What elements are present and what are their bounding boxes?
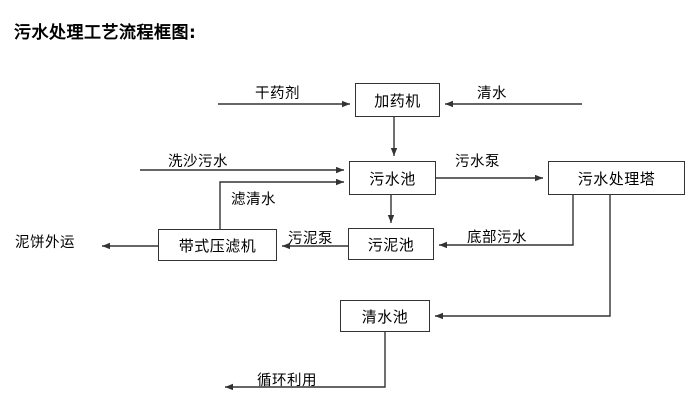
node-sludge-pool[interactable]: 污泥池 xyxy=(348,228,434,260)
edge-label-filtered-water: 滤清水 xyxy=(231,192,276,208)
page-title: 污水处理工艺流程框图: xyxy=(14,23,197,43)
node-label-belt-filter-press: 带式压滤机 xyxy=(178,236,257,255)
node-belt-filter-press[interactable]: 带式压滤机 xyxy=(158,229,277,261)
edge-clear-water-to-recycle xyxy=(225,332,386,391)
node-sewage-pool[interactable]: 污水池 xyxy=(349,161,436,195)
node-label-sewage-pool: 污水池 xyxy=(369,169,416,188)
node-clear-water-pool[interactable]: 清水池 xyxy=(340,300,430,332)
node-label-sludge-pool: 污泥池 xyxy=(367,235,415,254)
node-treatment-tower[interactable]: 污水处理塔 xyxy=(548,161,685,195)
edge-label-recycle-reuse: 循环利用 xyxy=(257,373,317,389)
node-dosing-machine[interactable]: 加药机 xyxy=(355,83,440,117)
node-label-dosing-machine: 加药机 xyxy=(374,91,421,110)
edge-label-sand-wash-sewage: 洗沙污水 xyxy=(168,154,228,170)
edge-label-mud-cake-transport: 泥饼外运 xyxy=(15,235,75,251)
edge-tower-to-clear-water-pool xyxy=(435,195,611,320)
node-label-treatment-tower: 污水处理塔 xyxy=(577,169,656,188)
edge-label-dry-chemical: 干药剂 xyxy=(255,86,300,102)
node-label-clear-water-pool: 清水池 xyxy=(361,307,409,326)
edge-tower-to-sludge-pool xyxy=(439,195,574,249)
edge-filtered-to-sewage-pool xyxy=(219,178,344,229)
edge-label-bottom-sewage: 底部污水 xyxy=(467,230,527,246)
edge-label-sewage-pump: 污水泵 xyxy=(455,154,500,170)
edge-label-clean-water: 清水 xyxy=(477,86,507,102)
edge-label-sludge-pump: 污泥泵 xyxy=(288,231,333,247)
